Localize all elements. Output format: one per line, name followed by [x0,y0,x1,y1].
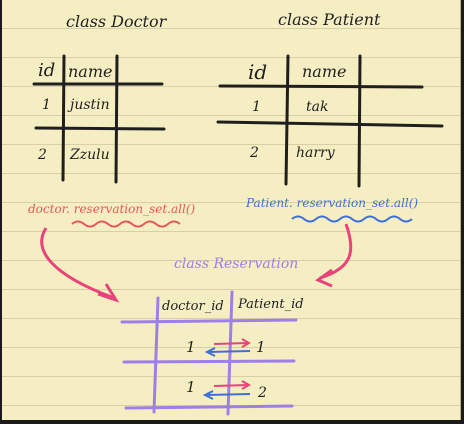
reservation-row-2-doctor-id: 1 [186,378,196,396]
doctor-row-2-name: Zzulu [70,147,110,163]
reservation-row-1-doctor-id: 1 [186,338,196,356]
reservation-row-2-patient-id: 2 [258,385,267,401]
patient-row-1-name: tak [306,99,329,115]
diagram-strokes [32,54,444,416]
reservation-row-1-patient-id: 1 [256,338,266,356]
reservation-table-grid [120,290,298,416]
doctor-row-1-name: justin [70,97,110,113]
patient-row-2-id: 2 [250,145,259,161]
patient-class-title: class Patient [278,10,381,29]
patient-header-name: name [302,62,347,81]
doctor-row-1-id: 1 [42,97,51,113]
doctor-reservation-query: doctor. reservation_set.all() [28,202,196,216]
reservation-row-2-arrows [202,380,252,400]
patient-query-underline [291,215,413,223]
patient-reservation-query: Patient. reservation_set.all() [246,196,419,210]
notebook-page: class Doctor class Patient id name 1 jus… [2,0,461,420]
doctor-query-underline [71,220,181,228]
reservation-class-title: class Reservation [174,256,299,272]
patient-row-1-id: 1 [252,99,261,115]
doctor-class-title: class Doctor [66,12,167,31]
reservation-row-1-arrows [204,338,252,357]
patient-header-id: id [248,60,268,84]
doctor-table-grid [32,54,166,184]
doctor-query-arrow [40,227,115,300]
reservation-header-doctor-id: doctor_id [162,299,224,314]
patient-query-arrow [319,223,353,280]
patient-row-2-name: harry [296,145,335,161]
doctor-header-name: name [68,62,113,81]
reservation-header-patient-id: Patient_id [238,297,304,312]
doctor-row-2-id: 2 [38,147,47,163]
doctor-query-arrowhead [97,283,120,303]
patient-query-arrowhead [314,268,333,288]
doctor-header-id: id [38,60,56,81]
patient-table-grid [216,54,444,188]
